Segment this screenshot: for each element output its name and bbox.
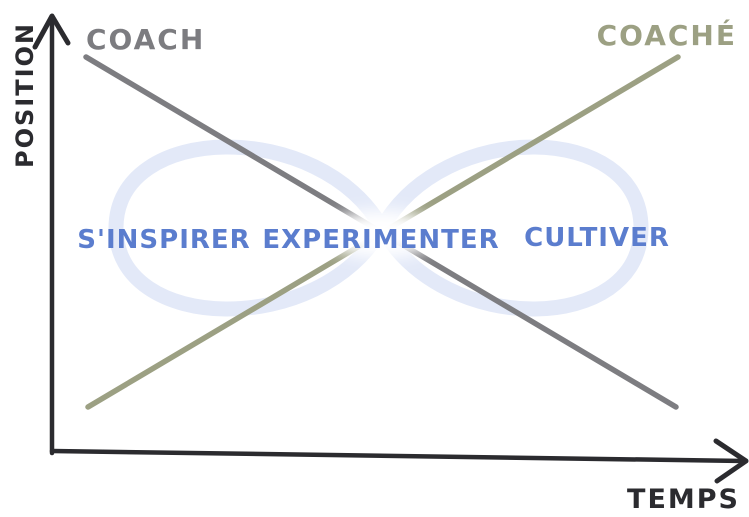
coache-line-label: COACHÉ — [597, 18, 737, 52]
center-text-halo — [323, 210, 439, 258]
phase-label-experimenter: EXPERIMENTER — [262, 225, 499, 255]
x-axis-arrowhead-icon — [713, 438, 749, 484]
axes — [32, 13, 749, 484]
x-axis-line — [49, 448, 747, 464]
y-axis-arrowhead-icon — [32, 13, 71, 50]
x-axis-label: TEMPS — [627, 484, 740, 515]
y-axis-label: POSITION — [11, 22, 39, 168]
phase-label-sinspirer: S'INSPIRER — [77, 225, 250, 255]
coach-line-label: COACH — [86, 23, 205, 56]
phase-label-cultiver: CULTIVER — [524, 223, 670, 253]
